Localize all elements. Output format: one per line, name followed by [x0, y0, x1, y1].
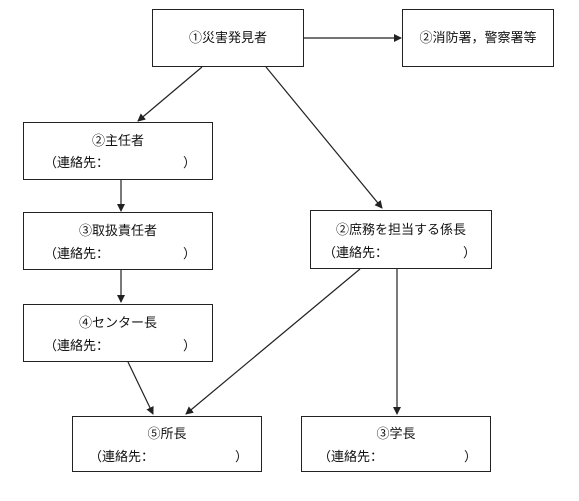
contact-line: （連絡先： ） [44, 247, 197, 262]
contact-label: （連絡先： [318, 450, 384, 465]
contact-label: （連絡先： [44, 339, 110, 354]
node-title: ⑤所長 [147, 427, 187, 442]
node-title: ②庶務を担当する係長 [335, 223, 466, 238]
contact-line: （連絡先： ） [318, 450, 478, 465]
contact-close: ） [183, 339, 197, 354]
contact-label: （連絡先： [89, 450, 155, 465]
contact-line: （連絡先： ） [44, 156, 197, 171]
node-supervisor: ②主任者 （連絡先： ） [23, 122, 213, 180]
node-title: ③学長 [376, 427, 416, 442]
node-center-head: ④センター長 （連絡先： ） [23, 304, 213, 362]
contact-label: （連絡先： [323, 246, 389, 261]
node-title: ①災害発見者 [188, 31, 267, 46]
node-general-affairs: ②庶務を担当する係長 （連絡先： ） [310, 210, 492, 269]
arrow-discoverer-to-general-affairs [265, 66, 383, 209]
contact-close: ） [235, 450, 249, 465]
node-title: ②消防署，警察署等 [419, 31, 537, 46]
node-title: ③取扱責任者 [78, 224, 157, 239]
contact-close: ） [464, 450, 478, 465]
arrow-discoverer-to-supervisor [137, 66, 203, 122]
contact-label: （連絡先： [44, 247, 110, 262]
node-title: ④センター長 [78, 316, 157, 331]
node-fire-police: ②消防署，警察署等 [402, 9, 554, 67]
node-handler: ③取扱責任者 （連絡先： ） [23, 212, 213, 270]
contact-line: （連絡先： ） [89, 450, 249, 465]
arrow-center-head-to-director [127, 361, 154, 415]
contact-close: ） [463, 246, 477, 261]
node-director: ⑤所長 （連絡先： ） [72, 416, 262, 472]
contact-close: ） [183, 156, 197, 171]
node-title: ②主任者 [91, 134, 144, 149]
node-dean: ③学長 （連絡先： ） [301, 416, 491, 472]
contact-label: （連絡先： [44, 156, 110, 171]
contact-line: （連絡先： ） [44, 339, 197, 354]
arrow-general-affairs-to-director [185, 268, 361, 415]
contact-line: （連絡先： ） [323, 246, 477, 261]
node-discoverer: ①災害発見者 [152, 9, 304, 67]
contact-close: ） [183, 247, 197, 262]
